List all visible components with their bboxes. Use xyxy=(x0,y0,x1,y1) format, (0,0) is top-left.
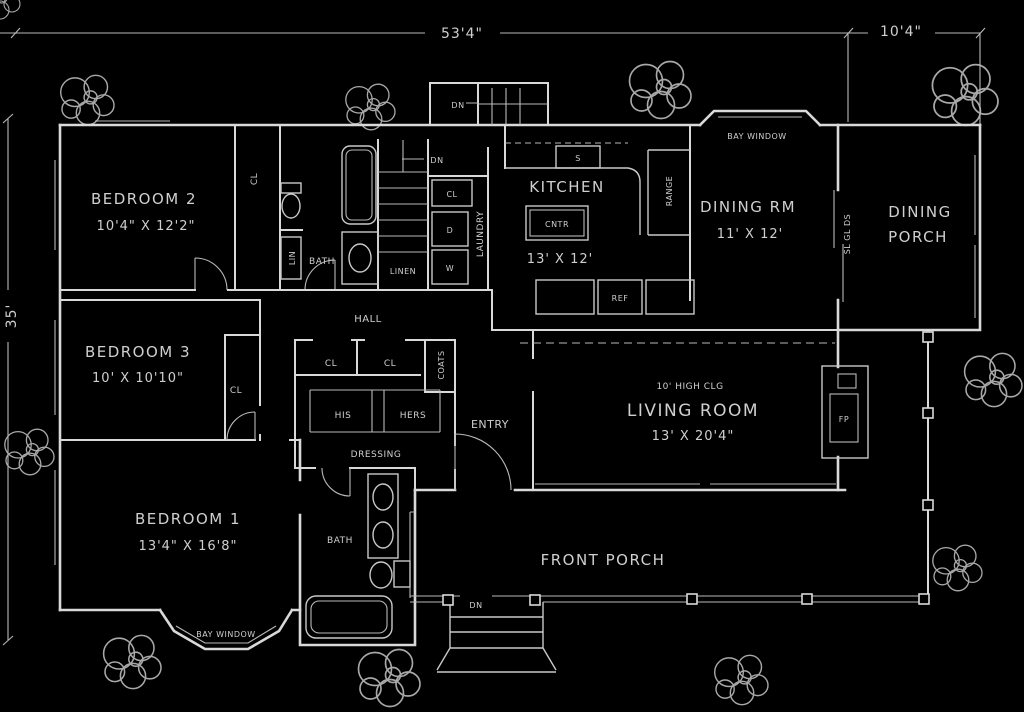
bedroom1-size: 13'4" X 16'8" xyxy=(139,539,238,554)
dim-width-porch: 10'4" xyxy=(880,24,922,40)
counter-island-label: CNTR xyxy=(545,220,569,229)
refrigerator-label: REF xyxy=(612,294,629,303)
bedroom3-name: BEDROOM 3 xyxy=(85,343,191,361)
washer-label: W xyxy=(446,264,454,273)
dryer-label: D xyxy=(447,226,454,235)
laundry-closet-label: CL xyxy=(446,190,457,199)
his-closet-label: HIS xyxy=(335,411,352,421)
exterior-walls xyxy=(54,109,982,651)
dining-room-name: DINING RM xyxy=(700,198,796,216)
hall-area: HALL CL CL COATS ENTRY HIS HERS DRESSING xyxy=(325,314,509,460)
bedroom2-size: 10'4" X 12'2" xyxy=(97,219,196,234)
laundry: CL D W LAUNDRY xyxy=(431,179,486,285)
bedroom2-name: BEDROOM 2 xyxy=(91,190,197,208)
hall-name: HALL xyxy=(354,314,382,325)
kitchen: S RANGE REF CNTR KITCHEN 13' X 12' xyxy=(505,142,695,315)
sliding-door-label: SL GL DS xyxy=(843,214,852,255)
front-porch: FRONT PORCH DN xyxy=(409,329,934,673)
hall-bath-label: BATH xyxy=(309,257,335,267)
kitchen-name: KITCHEN xyxy=(529,178,605,196)
sink-label: S xyxy=(575,154,581,163)
bedroom-2: BEDROOM 2 10'4" X 12'2" CL xyxy=(91,173,260,234)
interior-walls xyxy=(59,124,839,497)
master-bath: BATH xyxy=(305,473,411,639)
hall-closet-1-label: CL xyxy=(325,359,337,369)
deck-dn-label: DN xyxy=(451,101,464,110)
bedroom3-closet-label: CL xyxy=(230,386,242,396)
porch-posts xyxy=(442,331,934,606)
kitchen-size: 13' X 12' xyxy=(527,252,593,267)
living-room-size: 13' X 20'4" xyxy=(652,429,735,444)
fireplace: FP xyxy=(821,365,869,459)
entry-name: ENTRY xyxy=(471,418,509,431)
fireplace-label: FP xyxy=(839,415,849,424)
living-room-name: LIVING ROOM xyxy=(627,401,759,421)
range-label: RANGE xyxy=(665,176,674,206)
bedroom1-name: BEDROOM 1 xyxy=(135,510,241,528)
dim-width-main: 53'4" xyxy=(441,26,483,42)
bedroom-3: BEDROOM 3 10' X 10'10" CL xyxy=(85,343,242,396)
front-porch-name: FRONT PORCH xyxy=(541,551,666,569)
hall-closet-2-label: CL xyxy=(384,359,396,369)
dining-porch-name-1: DINING xyxy=(888,203,951,221)
rear-deck: DN xyxy=(429,82,549,126)
linen-closet-label: LINEN xyxy=(390,267,416,276)
coats-closet-label: COATS xyxy=(437,350,446,379)
master-bath-label: BATH xyxy=(327,536,353,546)
bedroom3-size: 10' X 10'10" xyxy=(92,371,184,386)
dim-depth: 35' xyxy=(4,304,20,329)
living-room: 10' HIGH CLG LIVING ROOM 13' X 20'4" FP xyxy=(627,365,869,459)
dining-porch-name-2: PORCH xyxy=(888,228,948,246)
bedroom2-closet-label: CL xyxy=(250,173,260,185)
bay-window-bottom-label: BAY WINDOW xyxy=(196,630,255,639)
hall-bath: LIN BATH xyxy=(280,145,379,285)
stairs-dn-label: DN xyxy=(430,156,443,165)
porch-dn-label: DN xyxy=(469,601,482,610)
living-room-ceiling-note: 10' HIGH CLG xyxy=(656,382,723,392)
dimension-lines: 53'4" 10'4" 35' xyxy=(0,24,986,646)
bay-window-top-label: BAY WINDOW xyxy=(727,132,786,141)
dining-room-size: 11' X 12' xyxy=(717,227,783,242)
dressing-name: DRESSING xyxy=(351,450,402,460)
linen-cabinet-label: LIN xyxy=(288,251,297,265)
stairs: DN LINEN xyxy=(390,156,443,276)
bedroom-1: BEDROOM 1 13'4" X 16'8" BAY WINDOW xyxy=(135,510,255,639)
porch-steps: DN xyxy=(436,601,557,673)
dining-porch: DINING PORCH xyxy=(888,203,951,246)
laundry-label: LAUNDRY xyxy=(476,211,486,257)
hers-closet-label: HERS xyxy=(400,411,426,421)
dining-room: BAY WINDOW DINING RM 11' X 12' SL GL DS xyxy=(700,132,852,254)
